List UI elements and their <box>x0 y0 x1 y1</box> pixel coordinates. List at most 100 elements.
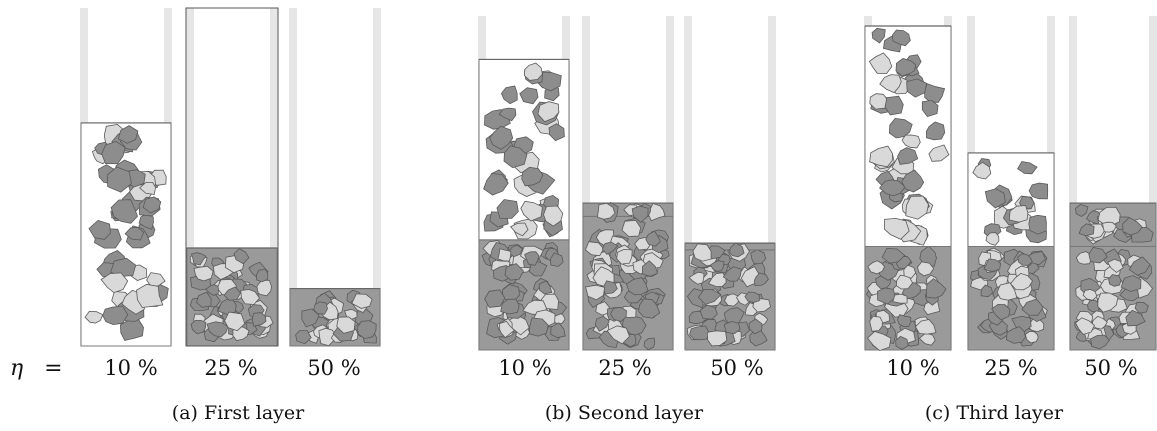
panel-a-col-3-left-wall <box>289 8 297 346</box>
panel-b-col-3-layer-1-grain-50 <box>706 330 728 347</box>
panel-a-col-1-layer-1-grain-35 <box>139 182 157 195</box>
panel-b-col-2-layer-1-grain-66 <box>594 315 610 332</box>
panel-a-col-1-layer-1-grain-43 <box>102 305 129 326</box>
panel-a-col-1-layer-1-grain-45 <box>146 272 166 287</box>
panel-c-col-1 <box>864 16 952 352</box>
panel-c-col-3-right-wall <box>1149 16 1157 350</box>
panel-c-col-3-label: 50 % <box>1084 356 1138 380</box>
panel-a-col-1-layer-1-grain-36 <box>106 166 132 193</box>
panel-b-col-3-layer-2-grain-2 <box>692 243 712 262</box>
panel-c-col-1-layer-1-grain-47 <box>867 260 886 275</box>
panel-c-col-1-layer-1-grain-50 <box>892 293 908 304</box>
panel-a-col-2-left-wall <box>186 8 194 346</box>
panel-b-col-3 <box>684 16 776 351</box>
panel-a-col-3-layer-1-grain-19 <box>318 327 337 347</box>
panel-a-col-2-layer-1-grain-48 <box>240 289 261 305</box>
panel-c-col-2-layer-1-grain-49 <box>1017 253 1033 266</box>
packing-columns <box>80 7 1157 352</box>
panel-b-col-1-layer-1-grain-44 <box>524 251 540 266</box>
panel-a-col-3-layer-1-grain-29 <box>295 330 312 345</box>
panel-b-col-3-layer-1-grain-48 <box>689 325 710 341</box>
panel-c-col-2-layer-1-grain-41 <box>1009 272 1033 291</box>
panel-a-col-2-cylinder-outline <box>185 7 279 347</box>
panel-b-col-2-layer-2-grain-7 <box>631 205 649 223</box>
panel-b-col-1-label: 10 % <box>498 356 552 380</box>
panel-b-col-1-layer-2-grain-37 <box>523 62 543 81</box>
panel-b-col-2-layer-1-grain-57 <box>638 298 661 319</box>
panel-c-col-3-layer-2-grain-21 <box>1078 223 1095 237</box>
panel-c-col-3-layer-1-grain-45 <box>1082 289 1098 301</box>
panel-c-col-1-layer-1-grain-44 <box>903 264 917 279</box>
panel-a-col-1-layer-1-grain-25 <box>119 318 144 341</box>
panel-b-col-2-layer-1-grain-59 <box>602 280 618 295</box>
panel-b-col-3-left-wall <box>684 16 692 350</box>
panel-a-col-1-layer-1-grain-39 <box>117 125 139 144</box>
panel-b-col-2-layer-1-grain-68 <box>606 325 630 345</box>
panel-a-col-3-layer-1-grain-15 <box>301 308 320 328</box>
panel-c-col-1-layer-2-grain-37 <box>891 29 911 47</box>
panel-a-col-2-layer-1-grain-47 <box>256 269 269 283</box>
panel-c-col-3-layer-1-grain-25 <box>1125 309 1146 327</box>
panel-c-col-1-layer-2-grain-38 <box>869 93 889 110</box>
panel-b-col-2 <box>582 16 674 351</box>
panel-b-col-2-label: 25 % <box>598 356 652 380</box>
panel-c-col-1-layer-2-grain-26 <box>879 74 902 94</box>
panel-b-col-1-layer-1-grain-38 <box>484 289 506 308</box>
panel-a-col-2 <box>185 7 279 347</box>
panel-c-col-1-layer-2-grain-17 <box>928 144 950 162</box>
panel-a-col-1-label: 10 % <box>104 356 158 380</box>
panel-b-col-3-label: 50 % <box>710 356 764 380</box>
panel-c-col-1-layer-1-grain-49 <box>925 278 947 299</box>
panel-a-col-2-layer-1-grain-33 <box>190 319 207 335</box>
panel-a-col-2-right-wall <box>270 8 278 346</box>
panel-a-col-1-layer-1-grain-34 <box>110 199 138 224</box>
panel-b-col-3-layer-1-grain-30 <box>750 249 767 265</box>
panel-c-col-1-layer-1-grain-28 <box>919 245 937 267</box>
panel-b-col-1-layer-2-grain-29 <box>489 125 514 150</box>
panel-c-col-2-layer-1-grain-30 <box>980 284 993 298</box>
panel-c-col-1-layer-2-grain-43 <box>884 95 904 116</box>
panel-a-col-2-label: 25 % <box>204 356 258 380</box>
eta-symbol: η <box>10 356 24 381</box>
panel-a-col-1-layer-1-grain-46 <box>136 283 164 308</box>
panel-b-col-2-layer-1-grain-67 <box>585 284 606 301</box>
panel-b-col-1-layer-1-grain-47 <box>500 298 520 315</box>
panel-b-col-1-layer-2-grain-35 <box>521 166 544 187</box>
panel-a-col-1-layer-1-grain-37 <box>100 272 129 294</box>
panel-a-col-3-layer-1-grain-25 <box>351 293 373 309</box>
panel-c-col-3-layer-1-grain-50 <box>1090 334 1110 350</box>
panel-b-col-1-layer-2-grain-19 <box>543 205 564 227</box>
panel-b-col-1-layer-1-grain-56 <box>504 263 524 281</box>
panel-c-col-2-layer-2-grain-17 <box>985 232 1000 246</box>
panel-a-col-2-layer-1-grain-36 <box>196 291 212 308</box>
panel-c-col-1-layer-1-grain-40 <box>923 300 941 316</box>
panel-a-col-2-layer-1-grain-46 <box>233 248 250 265</box>
panel-a-col-3-right-wall <box>373 8 381 346</box>
panel-b-col-3-layer-1-grain-29 <box>723 307 745 326</box>
panel-c-col-1-layer-2-grain-5 <box>868 52 893 74</box>
panel-b-col-1-layer-2-grain-25 <box>519 87 539 105</box>
panel-c-col-1-label: 10 % <box>886 356 940 380</box>
eta-equals: = <box>44 356 63 381</box>
panel-c-col-2-layer-1-grain-18 <box>1024 330 1039 344</box>
panel-b-col-1-layer-2-grain-30 <box>509 222 529 237</box>
panel-b-col-1-layer-2-grain-22 <box>483 173 509 196</box>
panel-c-col-2-layer-2-grain-13 <box>1008 205 1029 223</box>
panel-b-col-1-layer-2-grain-28 <box>520 200 543 222</box>
panel-c-col-2-layer-2-grain-9 <box>1017 161 1038 175</box>
panel-c-col-3-layer-2-grain-16 <box>1122 217 1143 236</box>
panel-b-col-2-layer-1-grain-61 <box>610 306 627 322</box>
panel-a-col-3 <box>289 8 381 347</box>
panel-a-col-1-layer-1-grain-44 <box>142 196 162 214</box>
panel-a-col-2-layer-1-grain-42 <box>224 311 246 332</box>
panel-c-col-3-layer-1-grain-40 <box>1108 274 1122 287</box>
panel-a-col-1-layer-1-grain-31 <box>84 310 104 324</box>
panel-c-col-2-layer-1-grain-47 <box>996 282 1018 301</box>
panel-b-col-1 <box>478 16 570 351</box>
panel-c-col-2-layer-2-grain-6 <box>1028 182 1049 200</box>
panel-b-caption: (b) Second layer <box>544 402 704 424</box>
panel-b-col-2-layer-1-grain-63 <box>645 230 661 247</box>
panel-c-col-1-layer-2-grain-36 <box>901 169 925 193</box>
panel-c-col-2-layer-2-grain-15 <box>972 161 992 180</box>
